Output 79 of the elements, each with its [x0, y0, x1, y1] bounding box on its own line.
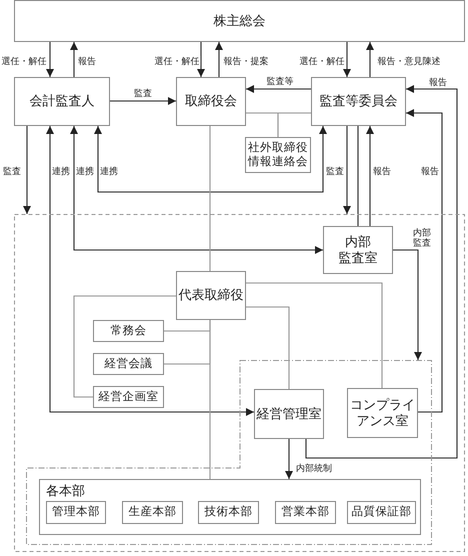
arrow: [406, 109, 443, 413]
arrow: [343, 42, 351, 77]
arrow: [110, 97, 176, 105]
group-box: [39, 479, 421, 535]
edge-label: 選任・解任: [0, 56, 48, 66]
edge-label: 監査: [325, 166, 345, 176]
connector-line: [209, 126, 211, 271]
box-label: 経営管理室: [256, 406, 322, 422]
arrow: [94, 126, 327, 193]
box-label: 取締役会: [185, 93, 237, 110]
arrow: [46, 126, 254, 416]
arrow: [197, 42, 205, 77]
edge-label: 選任・解任: [298, 56, 346, 66]
box-label: 経営企画室: [98, 390, 158, 404]
arrow: [285, 439, 293, 479]
box-label: 生産本部: [128, 505, 176, 520]
edge-label: 監査等: [266, 76, 294, 86]
arrow: [246, 85, 311, 93]
arrow: [343, 126, 351, 214]
edge-label: 報告: [372, 166, 392, 176]
org-box: [198, 501, 259, 524]
org-box: [323, 226, 393, 274]
arrow: [70, 42, 78, 77]
edge-label: 報告: [420, 166, 440, 176]
org-box: [347, 501, 416, 524]
org-box: [93, 353, 164, 375]
org-box: [14, 77, 110, 126]
edge-label: 内部監査: [412, 228, 432, 248]
box-label: 技術本部: [204, 505, 252, 520]
arrow: [366, 126, 374, 226]
arrow: [46, 42, 54, 77]
org-box: [14, 0, 465, 42]
box-label: 管理本部: [52, 505, 100, 520]
edge-label: 監査: [2, 166, 22, 176]
box-label: 常務会: [110, 324, 146, 338]
edge-label: 内部統制: [295, 462, 333, 474]
box-label: 社外取締役情報連絡会: [248, 140, 308, 170]
box-label: 会計監査人: [30, 93, 94, 110]
box-label: 内部監査室: [338, 234, 378, 266]
arrow: [393, 249, 422, 360]
edge-label: 報告・提案: [222, 56, 270, 66]
arrow: [23, 126, 31, 214]
edge-label: 監査: [133, 88, 153, 98]
box-label: コンプライアンス室: [350, 396, 415, 430]
connector-line: [164, 320, 211, 365]
edge-label: 連携: [75, 166, 95, 176]
arrow: [70, 126, 323, 254]
org-box: [176, 271, 246, 320]
arrow: [215, 42, 223, 77]
box-label: 経営会議: [104, 356, 152, 372]
connector-line: [277, 112, 311, 137]
org-box: [93, 320, 164, 342]
edge-label: 選任・解任: [154, 56, 200, 66]
arrow: [366, 42, 374, 77]
box-label: 株主総会: [214, 12, 266, 30]
box-label: 代表取締役: [178, 287, 244, 304]
org-box: [254, 389, 324, 439]
group-heading: 各本部: [46, 483, 85, 500]
connector-line: [246, 282, 383, 388]
org-box: [93, 386, 164, 408]
arrow: [305, 85, 458, 459]
edge-label: 連携: [99, 166, 119, 176]
connector-line: [73, 295, 176, 398]
edge-label: 報告: [77, 56, 97, 66]
org-box: [311, 77, 406, 126]
org-box: [347, 388, 418, 438]
edge-label: 連携: [51, 166, 71, 176]
org-box: [176, 77, 246, 126]
connector-line: [357, 126, 359, 226]
edge-label: 報告・意見陳述: [376, 56, 442, 66]
org-box: [122, 501, 183, 524]
box-label: 監査等委員会: [320, 93, 398, 110]
org-box: [275, 501, 336, 524]
box-label: 営業本部: [282, 505, 330, 520]
edge-label: 報告: [428, 76, 448, 88]
org-box: [46, 501, 106, 524]
dashed-region: [14, 214, 465, 552]
connector-line: [246, 306, 290, 389]
box-label: 品質保証部: [352, 505, 412, 520]
